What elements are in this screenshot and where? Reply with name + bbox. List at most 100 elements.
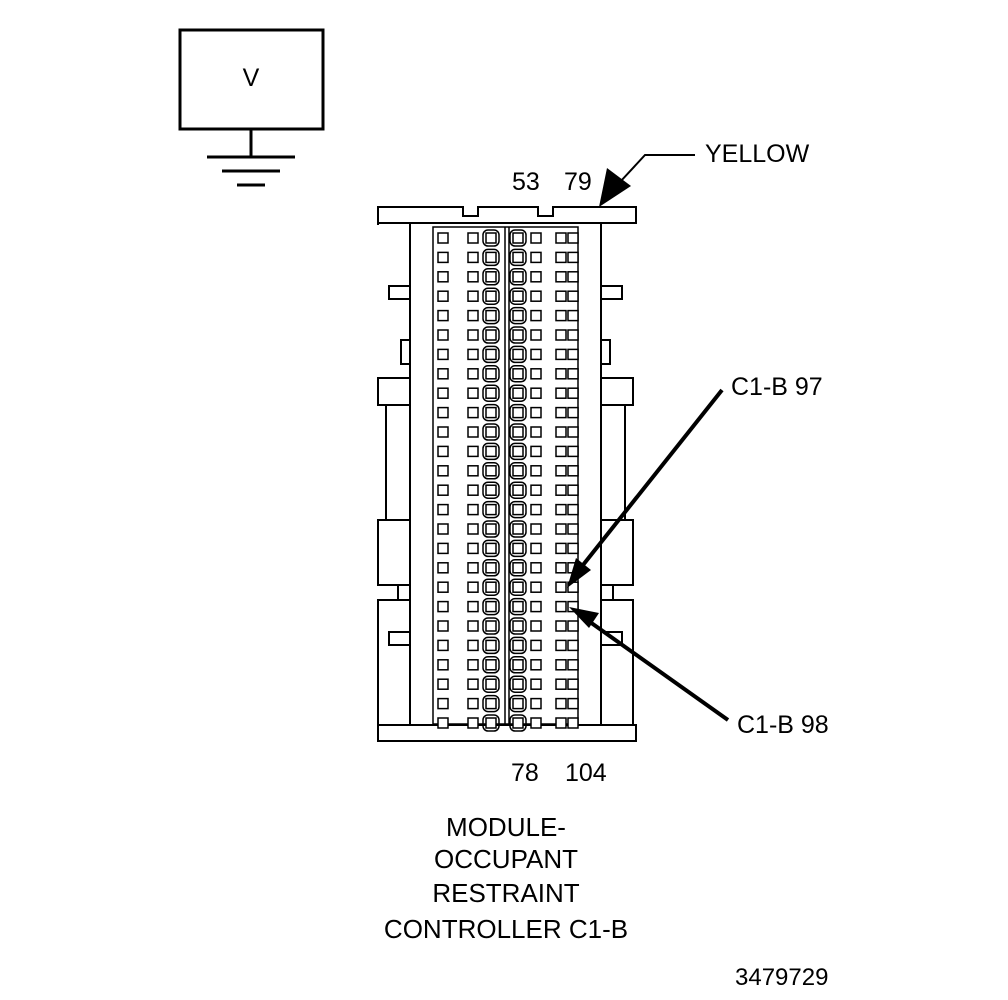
terminal-cavity-outline xyxy=(482,656,500,674)
terminal-cavity-outline xyxy=(509,442,527,461)
terminal-cavity xyxy=(437,523,449,535)
terminal-cavity xyxy=(530,387,542,399)
terminal-cavity xyxy=(485,271,497,283)
terminal-cavity xyxy=(485,600,497,613)
terminal-cavity xyxy=(467,232,479,244)
terminal-cavity xyxy=(467,426,479,438)
terminal-cavity xyxy=(567,620,579,632)
terminal-cavity xyxy=(555,659,567,671)
terminal-cavity xyxy=(567,426,579,438)
terminal-cavity-outline xyxy=(482,520,500,538)
terminal-cavity xyxy=(567,484,579,496)
terminal-cavity-outline xyxy=(509,539,527,558)
terminal-cavity xyxy=(530,717,542,729)
terminal-cavity-outline xyxy=(482,500,500,519)
terminal-cavity xyxy=(512,406,524,419)
terminal-cavity xyxy=(530,309,542,322)
terminal-cavity xyxy=(530,484,542,496)
terminal-cavity xyxy=(530,232,542,244)
terminal-cavity-outline xyxy=(482,423,500,441)
terminal-cavity-outline xyxy=(509,423,527,441)
terminal-cavity xyxy=(437,406,449,419)
terminal-cavity-outline xyxy=(509,268,527,286)
terminal-cavity-outline xyxy=(509,636,527,655)
terminal-cavity xyxy=(512,465,524,477)
terminal-cavity-outline xyxy=(482,597,500,616)
terminal-cavity xyxy=(512,523,524,535)
ground-icon xyxy=(207,155,295,187)
terminal-cavity xyxy=(512,542,524,555)
terminal-cavity xyxy=(467,251,479,264)
terminal-cavity xyxy=(485,717,497,729)
connector-color-label: YELLOW xyxy=(705,140,810,168)
terminal-cavity xyxy=(467,329,479,341)
terminal-cavity xyxy=(512,600,524,613)
terminal-cavity xyxy=(437,659,449,671)
title-line-4: CONTROLLER C1-B xyxy=(384,914,628,944)
terminal-cavity xyxy=(485,309,497,322)
terminal-cavity-outline xyxy=(509,365,527,383)
terminal-cavity xyxy=(567,406,579,419)
terminal-cavity-outline xyxy=(482,617,500,635)
terminal-cavity xyxy=(512,697,524,710)
terminal-cavity-outline xyxy=(509,248,527,267)
terminal-cavity xyxy=(485,697,497,710)
terminal-cavity xyxy=(485,523,497,535)
terminal-cavity xyxy=(555,368,567,380)
terminal-cavity xyxy=(567,697,579,710)
terminal-cavity xyxy=(555,542,567,555)
terminal-cavity xyxy=(485,329,497,341)
terminal-cavity-outline xyxy=(482,539,500,558)
terminal-cavity xyxy=(437,290,449,302)
terminal-cavity xyxy=(467,271,479,283)
terminal-cavity xyxy=(437,542,449,555)
terminal-cavity xyxy=(555,717,567,729)
terminal-cavity xyxy=(467,445,479,458)
terminal-cavity-outline xyxy=(509,306,527,325)
terminal-cavity xyxy=(485,562,497,574)
pin-label-53: 53 xyxy=(512,168,540,196)
terminal-cavity xyxy=(512,562,524,574)
terminal-cavity xyxy=(530,542,542,555)
terminal-cavity xyxy=(485,232,497,244)
terminal-cavity xyxy=(567,717,579,729)
terminal-cavity xyxy=(437,348,449,361)
title-line-2: OCCUPANT xyxy=(434,844,578,874)
terminal-cavity xyxy=(512,232,524,244)
terminal-cavity-outline xyxy=(509,597,527,616)
left-latch-features xyxy=(377,285,411,725)
terminal-cavity xyxy=(567,290,579,302)
terminal-cavity-grid xyxy=(437,229,579,732)
arrow-head-icon xyxy=(567,558,591,588)
terminal-cavity xyxy=(555,445,567,458)
terminal-cavity-outline xyxy=(509,481,527,499)
terminal-cavity xyxy=(485,678,497,690)
terminal-cavity xyxy=(512,329,524,341)
component-title: MODULE- OCCUPANT RESTRAINT CONTROLLER C1… xyxy=(384,812,628,944)
callout-c1-b-97: C1-B 97 xyxy=(567,373,823,588)
terminal-cavity-outline xyxy=(509,403,527,422)
terminal-cavity-outline xyxy=(482,694,500,713)
terminal-cavity xyxy=(485,445,497,458)
connector-c1-b xyxy=(377,206,637,742)
right-latch-features xyxy=(600,285,634,725)
terminal-cavity xyxy=(485,620,497,632)
terminal-cavity xyxy=(437,503,449,516)
terminal-cavity xyxy=(567,639,579,652)
terminal-cavity-outline xyxy=(509,694,527,713)
terminal-cavity xyxy=(512,581,524,593)
terminal-cavity xyxy=(567,523,579,535)
terminal-cavity xyxy=(467,562,479,574)
terminal-cavity xyxy=(530,581,542,593)
terminal-cavity xyxy=(555,309,567,322)
figure-id: 3479729 xyxy=(735,964,828,991)
terminal-cavity xyxy=(467,465,479,477)
terminal-cavity xyxy=(437,639,449,652)
terminal-cavity xyxy=(567,329,579,341)
terminal-cavity xyxy=(530,659,542,671)
terminal-cavity xyxy=(485,542,497,555)
terminal-cavity xyxy=(530,600,542,613)
terminal-cavity xyxy=(567,659,579,671)
terminal-cavity xyxy=(467,387,479,399)
terminal-cavity xyxy=(567,503,579,516)
